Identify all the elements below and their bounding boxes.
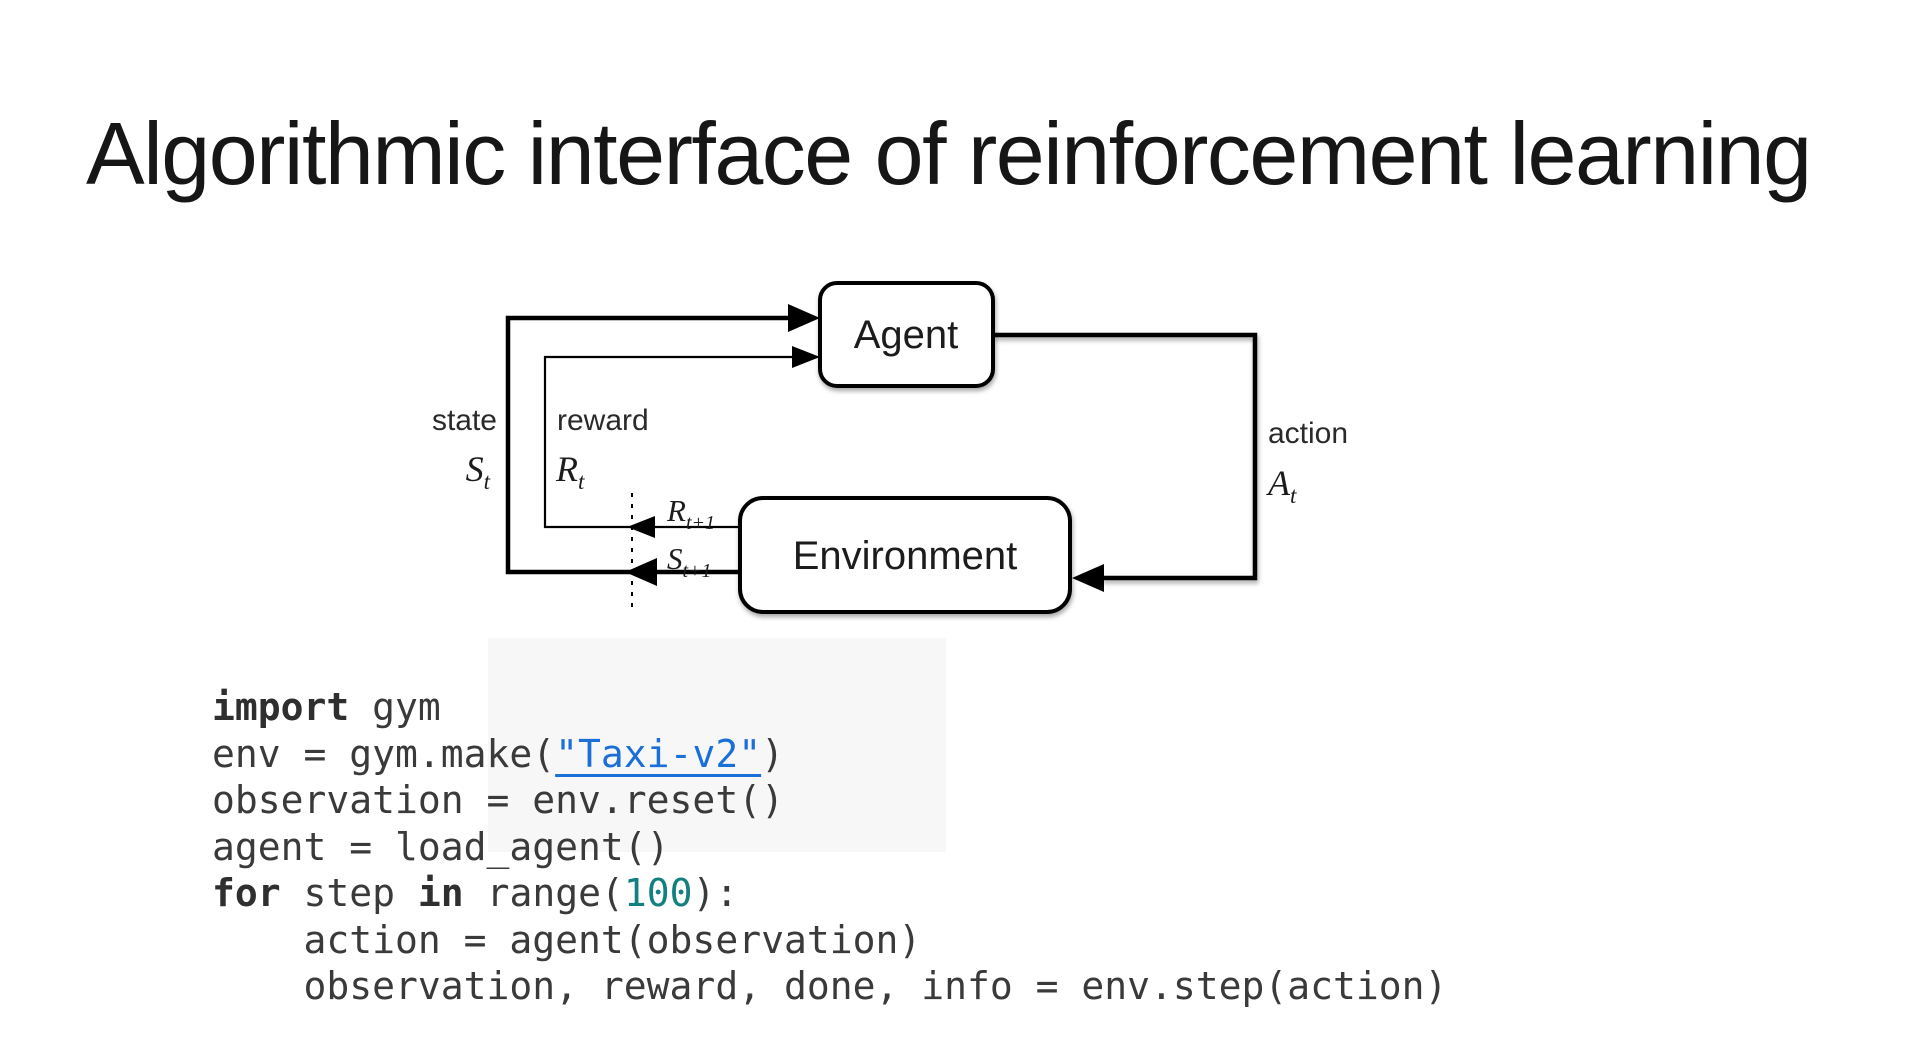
reward-arrowhead-into-agent [792, 346, 820, 368]
code-line: observation = env.reset() [212, 777, 1447, 824]
code-token: gym [349, 685, 441, 729]
code-token: for [212, 871, 281, 915]
code-token: observation = env.reset() [212, 778, 784, 822]
code-line: action = agent(observation) [212, 917, 1447, 964]
state-next-arrowhead [625, 558, 657, 586]
reward-word-label: reward [557, 404, 649, 437]
code-line: observation, reward, done, info = env.st… [212, 963, 1448, 1010]
code-token: observation, reward, done, info = env.st… [212, 964, 1448, 1008]
code-line: env = gym.make("Taxi-v2") [212, 731, 1447, 778]
code-line: agent = load_agent() [212, 824, 1447, 871]
agent-box [818, 281, 995, 388]
code-token: ): [692, 871, 739, 915]
code-token: 100 [623, 871, 693, 915]
agent-box-label: Agent [854, 313, 959, 357]
code-line: for step in range(100): [212, 870, 1447, 917]
state-symbol-label: St [466, 449, 491, 494]
action-arrowhead-into-environment [1072, 564, 1104, 592]
code-token: agent = load_agent() [212, 824, 670, 869]
environment-box [738, 496, 1072, 614]
action-symbol-label: At [1266, 463, 1297, 508]
code-line: import gym [212, 684, 1447, 731]
state-next-label: St+1 [667, 541, 712, 582]
taxi-v2-link[interactable]: "Taxi-v2" [555, 731, 762, 776]
environment-box-label: Environment [793, 534, 1018, 578]
code-token: import [212, 685, 350, 729]
code-token: step [280, 871, 418, 915]
state-word-label: state [432, 404, 497, 437]
slide-title: Algorithmic interface of reinforcement l… [86, 103, 1812, 203]
code-token: env = gym.make( [212, 731, 556, 776]
state-arrowhead-into-agent [788, 304, 820, 332]
code-token: action = agent(observation) [212, 917, 922, 962]
action-word-label: action [1268, 417, 1348, 450]
code-token: in [417, 871, 464, 915]
reward-symbol-label: Rt [555, 449, 585, 494]
reward-next-label: Rt+1 [666, 493, 715, 534]
code-backdrop [488, 638, 946, 852]
reward-next-arrowhead [627, 516, 655, 538]
code-token: range( [463, 871, 624, 915]
code-token: ) [761, 731, 784, 776]
action-line [993, 332, 1258, 581]
